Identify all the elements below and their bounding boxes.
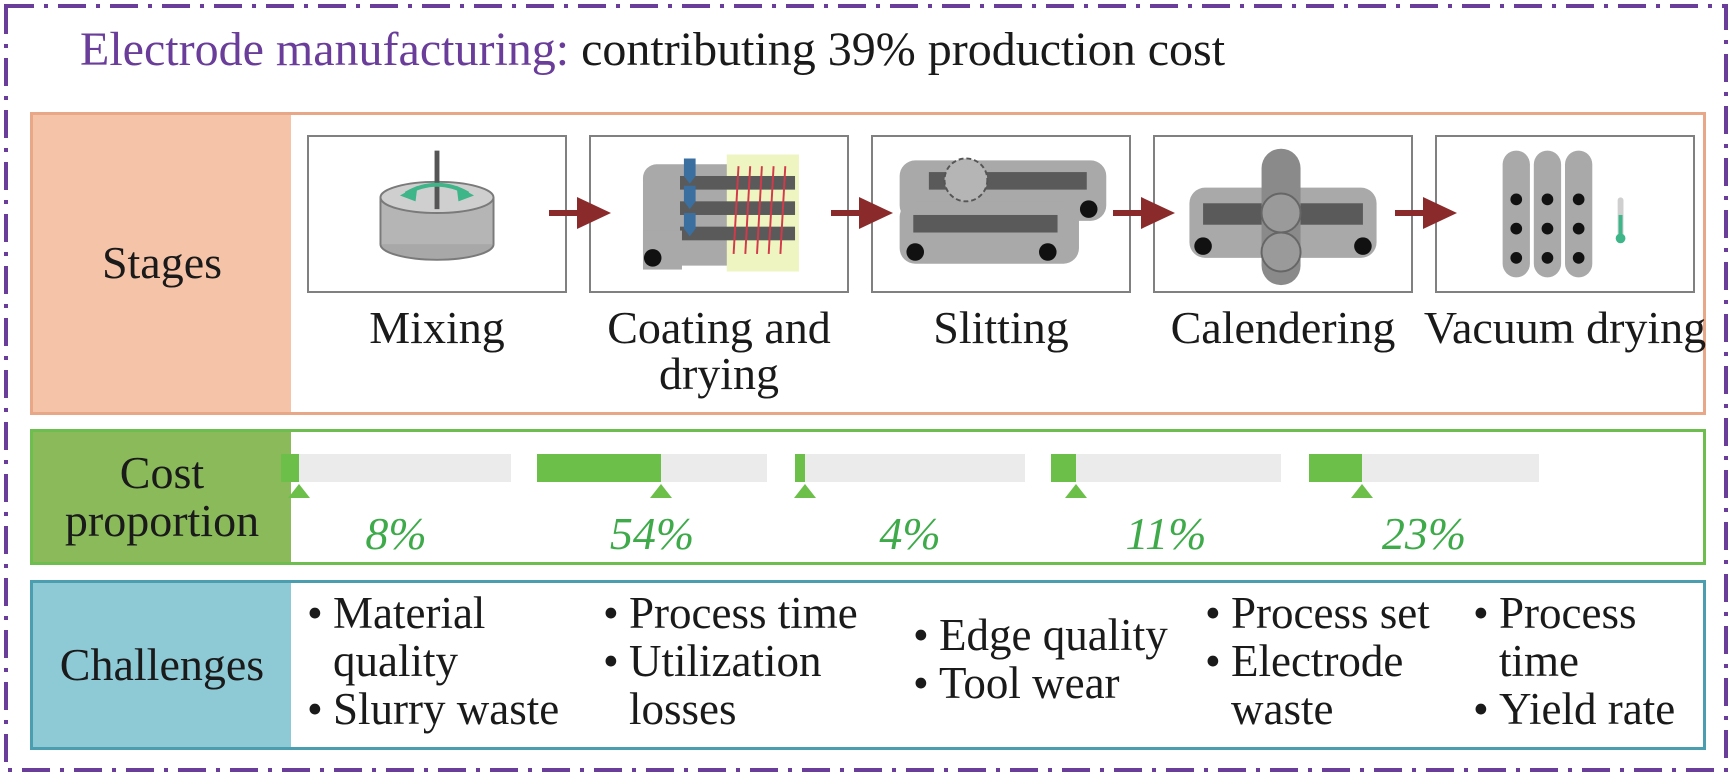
cost-percent-label: 4% xyxy=(879,508,941,559)
stage-box-mixing xyxy=(307,135,567,293)
vacuum-oven-icon xyxy=(1502,150,1626,278)
cost-bar-fill xyxy=(795,454,805,482)
cost-bar-track xyxy=(1309,454,1539,482)
stage-box-calendering xyxy=(1153,135,1413,293)
challenge-item: Process set xyxy=(1201,589,1431,637)
challenges-mixing: Material quality Slurry waste xyxy=(303,589,559,733)
arrow-right-icon xyxy=(1395,197,1457,229)
challenges-header: Challenges xyxy=(33,583,291,747)
cost-bar-marker xyxy=(1065,484,1088,498)
challenge-item: Yield rate xyxy=(1469,685,1679,733)
cost-bar-marker xyxy=(794,484,816,498)
cost-bar-fill xyxy=(1309,454,1362,482)
cost-header: Cost proportion xyxy=(33,432,291,562)
cost-bar-track xyxy=(795,454,1025,482)
cost-percent-label: 8% xyxy=(365,508,427,559)
cost-bar-fill xyxy=(1051,454,1077,482)
challenges-slitting: Edge quality Tool wear xyxy=(909,611,1168,707)
cost-bar-marker xyxy=(650,484,673,498)
title-accent: Electrode manufacturing: xyxy=(80,23,570,76)
stage-box-vacuum xyxy=(1435,135,1695,293)
challenge-item: Material quality xyxy=(303,589,553,685)
page-title: Electrode manufacturing: contributing 39… xyxy=(80,22,1225,77)
cost-bar-marker xyxy=(288,484,311,498)
cost-percent-label: 23% xyxy=(1381,508,1467,559)
cost-bar-track xyxy=(281,454,511,482)
cost-bar-fill xyxy=(281,454,300,482)
challenge-item: Tool wear xyxy=(909,659,1168,707)
coating-machine-icon xyxy=(642,154,799,272)
arrow-right-icon xyxy=(549,197,611,229)
cost-bar-track xyxy=(1051,454,1281,482)
challenge-item: Process time xyxy=(1469,589,1679,685)
stages-row: Stages Mixing xyxy=(30,112,1706,415)
challenge-item: Process time xyxy=(599,589,869,637)
stage-box-coating xyxy=(589,135,849,293)
stage-label-coating: Coating and drying xyxy=(607,302,831,399)
cost-bar-marker xyxy=(1350,484,1373,498)
stage-box-slitting xyxy=(871,135,1131,293)
stage-label-calendering: Calendering xyxy=(1170,302,1396,353)
cost-percent-label: 11% xyxy=(1125,508,1207,559)
challenges-vacuum: Process time Yield rate xyxy=(1469,589,1679,733)
title-rest: contributing 39% production cost xyxy=(581,23,1226,76)
stage-label-mixing: Mixing xyxy=(369,302,505,353)
challenges-row: Challenges Material quality Slurry waste… xyxy=(30,580,1706,750)
challenge-item: Edge quality xyxy=(909,611,1168,659)
stage-label-slitting: Slitting xyxy=(933,302,1069,353)
challenge-item: Electrode waste xyxy=(1201,637,1431,733)
cost-bar-track xyxy=(537,454,767,482)
slitting-machine-icon xyxy=(899,157,1107,264)
arrow-right-icon xyxy=(831,197,893,229)
calender-rollers-icon xyxy=(1189,148,1377,286)
challenges-coating: Process time Utilization losses xyxy=(599,589,869,733)
arrow-right-icon xyxy=(1113,197,1175,229)
mixing-tank-icon xyxy=(379,150,495,261)
cost-row: Cost proportion 8% 54% 4% 11% 23% xyxy=(30,429,1706,565)
challenge-item: Slurry waste xyxy=(303,685,559,733)
cost-bar-fill xyxy=(537,454,662,482)
stage-label-vacuum: Vacuum drying xyxy=(1423,302,1707,353)
challenge-item: Utilization losses xyxy=(599,637,869,733)
challenges-calendering: Process set Electrode waste xyxy=(1201,589,1431,733)
stages-header: Stages xyxy=(33,115,291,412)
cost-percent-label: 54% xyxy=(609,508,695,559)
